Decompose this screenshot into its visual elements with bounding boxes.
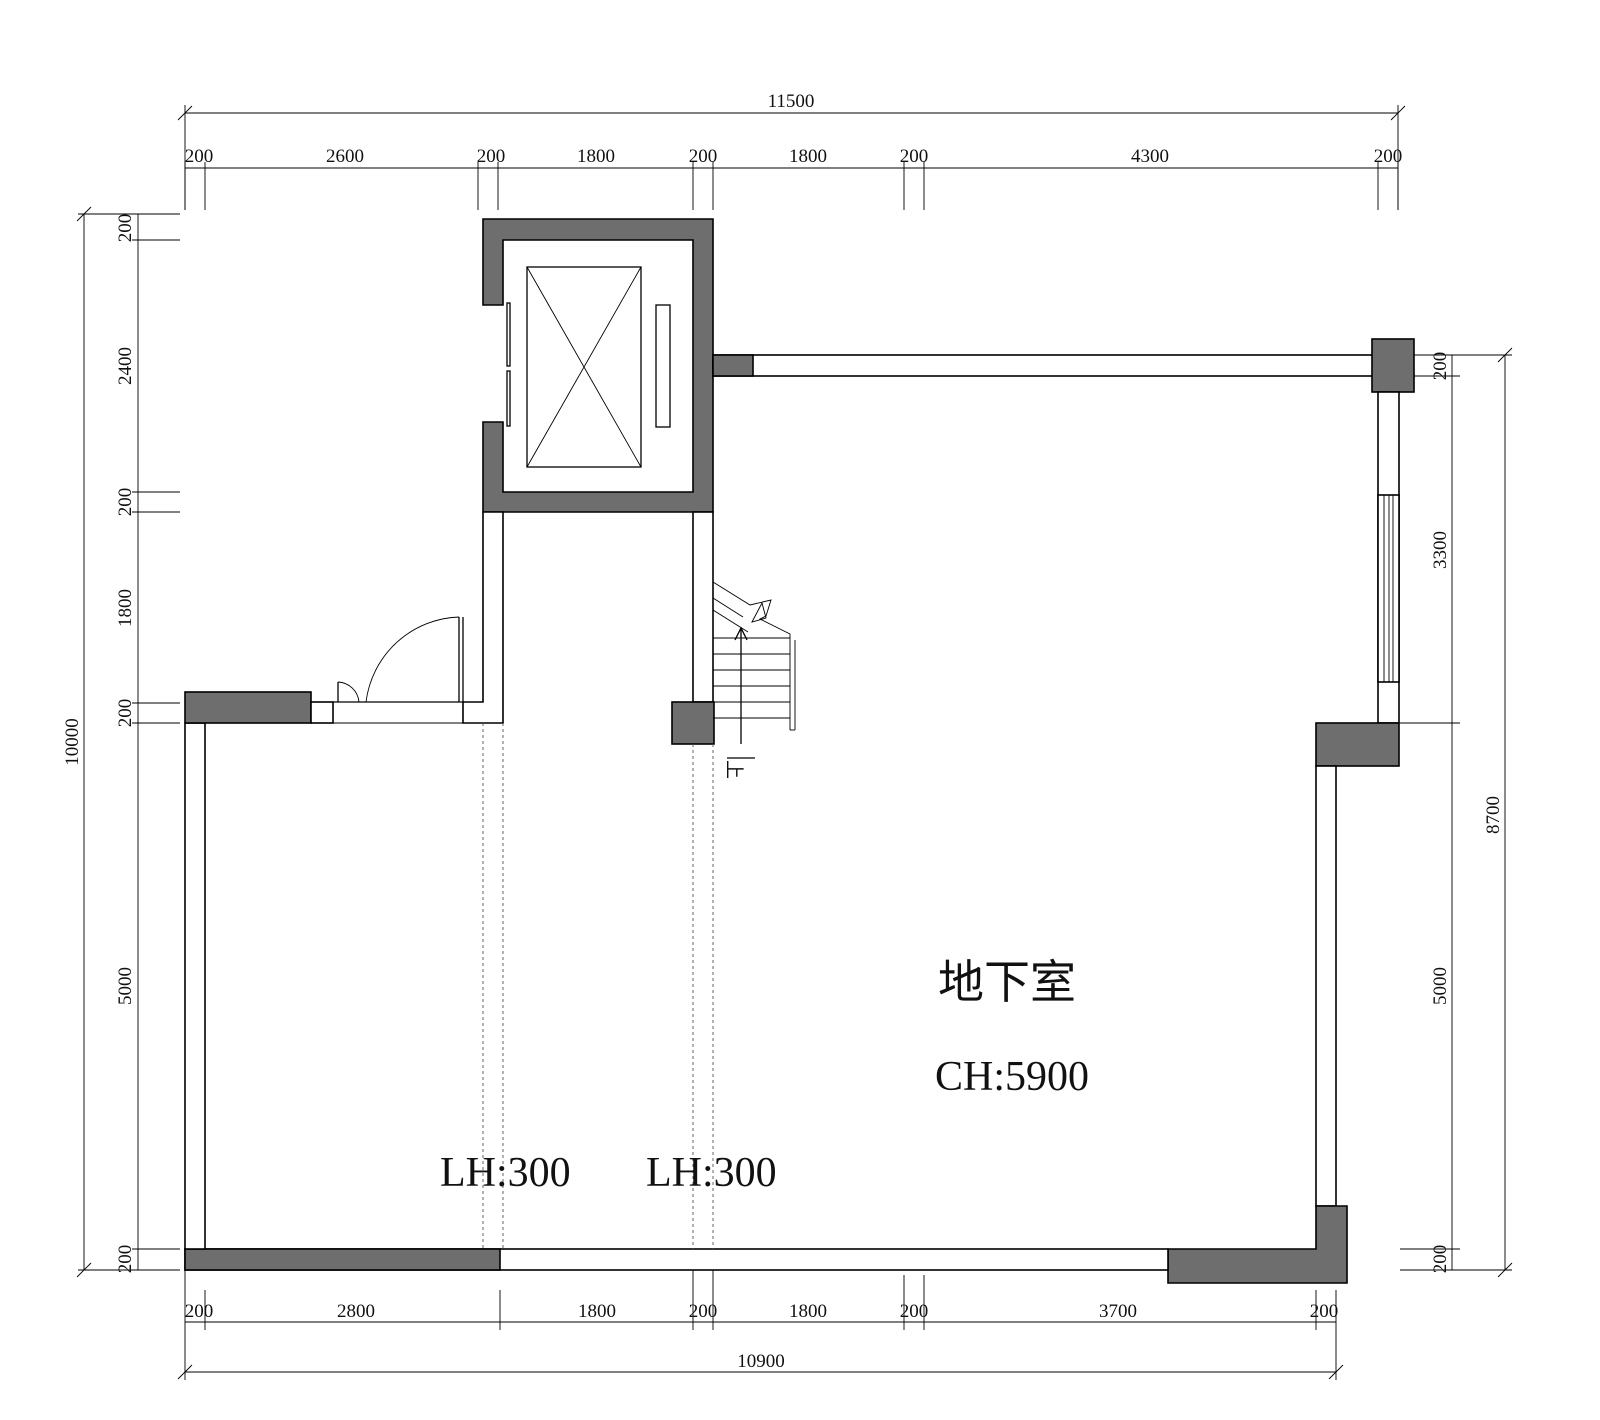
right-dimension-labels: 200 3300 5000 200 8700 <box>1430 352 1504 1274</box>
dim-right-label: 200 <box>1430 352 1451 381</box>
bottom-left-wall-segment <box>184 1248 501 1271</box>
dim-left-label: 200 <box>115 488 136 517</box>
stair-up-label: 上 <box>723 760 745 779</box>
dim-top-label: 200 <box>1374 146 1403 167</box>
top-wall-pier <box>712 354 754 377</box>
right-lower-wall <box>1315 765 1337 1207</box>
dim-top-label: 200 <box>689 146 718 167</box>
level-change-lines <box>482 723 714 1249</box>
level-height-left: LH:300 <box>440 1150 571 1196</box>
ceiling-height: CH:5900 <box>935 1054 1089 1100</box>
right-dimensions <box>1400 347 1513 1278</box>
dim-top-label: 1800 <box>577 146 615 167</box>
dim-left-label: 1800 <box>115 589 136 627</box>
dim-bottom-total: 10900 <box>737 1351 785 1372</box>
dim-top-label: 200 <box>185 146 214 167</box>
top-wall <box>712 354 1379 377</box>
elevator-car <box>506 266 671 468</box>
dim-top-label: 2600 <box>326 146 364 167</box>
level-height-right: LH:300 <box>646 1150 777 1196</box>
dim-bottom-label: 3700 <box>1099 1301 1137 1322</box>
dim-right-label: 5000 <box>1430 967 1451 1005</box>
top-right-column <box>1371 338 1415 393</box>
dim-bottom-label: 200 <box>689 1301 718 1322</box>
left-dimension-labels: 200 2400 200 1800 200 5000 200 10000 <box>62 214 136 1274</box>
stair: 上 <box>712 581 796 779</box>
dim-right-total: 8700 <box>1483 796 1504 834</box>
bottom-dimensions <box>177 1260 1344 1380</box>
dim-top-label: 1800 <box>789 146 827 167</box>
top-dimensions <box>177 105 1406 210</box>
elevator-shaft-wall <box>482 218 714 513</box>
walls <box>184 218 1415 1284</box>
dim-top-total: 11500 <box>768 91 815 112</box>
dim-left-label: 200 <box>115 214 136 243</box>
dim-left-total: 10000 <box>62 718 83 766</box>
left-wall <box>184 722 206 1250</box>
bottom-dimension-labels: 200 2800 1800 200 1800 200 3700 200 1090… <box>185 1301 1339 1372</box>
dim-top-label: 4300 <box>1131 146 1169 167</box>
dim-bottom-label: 2800 <box>337 1301 375 1322</box>
dim-right-label: 3300 <box>1430 531 1451 569</box>
dim-bottom-label: 200 <box>900 1301 929 1322</box>
door-pier <box>310 701 334 724</box>
corridor-left-wall <box>462 511 504 724</box>
dim-left-label: 5000 <box>115 967 136 1005</box>
dim-right-label: 200 <box>1430 1245 1451 1274</box>
left-dimensions <box>76 206 180 1278</box>
dim-left-label: 200 <box>115 1245 136 1274</box>
dim-top-label: 200 <box>900 146 929 167</box>
corridor-right-wall <box>692 511 714 703</box>
right-window <box>1377 494 1400 683</box>
top-dimension-labels: 11500 200 2600 200 1800 200 1800 200 430… <box>185 91 1403 167</box>
dim-left-label: 200 <box>115 699 136 728</box>
dim-bottom-label: 1800 <box>789 1301 827 1322</box>
right-jog-column <box>1315 722 1400 767</box>
room-name: 地下室 <box>938 955 1076 1009</box>
dim-top-label: 200 <box>477 146 506 167</box>
bottom-right-column <box>1167 1205 1348 1284</box>
dim-left-label: 2400 <box>115 347 136 385</box>
dim-bottom-label: 1800 <box>578 1301 616 1322</box>
stair-column <box>671 701 715 745</box>
dim-bottom-label: 200 <box>185 1301 214 1322</box>
dim-bottom-label: 200 <box>1310 1301 1339 1322</box>
left-top-column <box>184 691 312 724</box>
door <box>333 616 464 724</box>
